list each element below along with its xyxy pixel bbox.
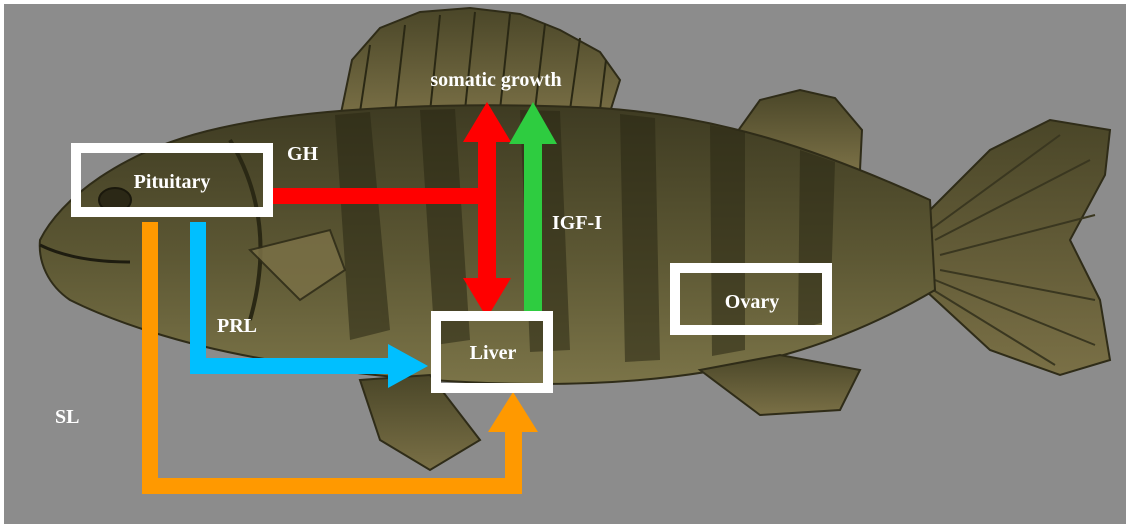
liver-label: Liver <box>470 342 517 364</box>
pituitary-label: Pituitary <box>134 171 211 193</box>
prl-label: PRL <box>217 315 257 337</box>
gh-label: GH <box>287 143 319 165</box>
somatic-growth-label: somatic growth <box>430 69 561 91</box>
igf-label: IGF-I <box>552 212 602 234</box>
ovary-label: Ovary <box>725 291 779 313</box>
tail-fin <box>925 120 1110 375</box>
dorsal-fin-spiny <box>340 8 620 118</box>
sl-label: SL <box>55 406 79 428</box>
